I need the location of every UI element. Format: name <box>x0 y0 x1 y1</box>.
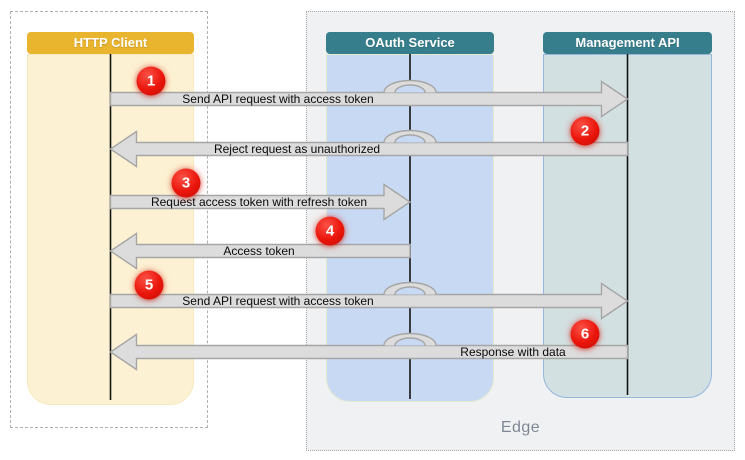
step-badge-5: 5 <box>134 270 164 300</box>
lane-body-http-client <box>27 54 194 405</box>
message-label-6: Response with data <box>460 345 566 359</box>
message-label-2: Reject request as unauthorized <box>213 142 381 156</box>
step-badge-4: 4 <box>315 216 345 246</box>
lane-header-oauth-service: OAuth Service <box>326 32 494 54</box>
lane-header-http-client: HTTP Client <box>27 32 194 54</box>
message-label-4: Access token <box>223 244 295 258</box>
step-badge-1: 1 <box>136 66 166 96</box>
step-badge-2: 2 <box>570 116 600 146</box>
edge-region-label: Edge <box>500 419 541 436</box>
message-label-1: Send API request with access token <box>182 92 374 106</box>
step-badge-3: 3 <box>171 168 201 198</box>
message-label-3: Request access token with refresh token <box>150 195 368 209</box>
lane-header-management-api: Management API <box>543 32 712 54</box>
step-badge-6: 6 <box>570 319 600 349</box>
lane-body-management-api <box>543 54 712 398</box>
message-label-5: Send API request with access token <box>182 294 374 308</box>
